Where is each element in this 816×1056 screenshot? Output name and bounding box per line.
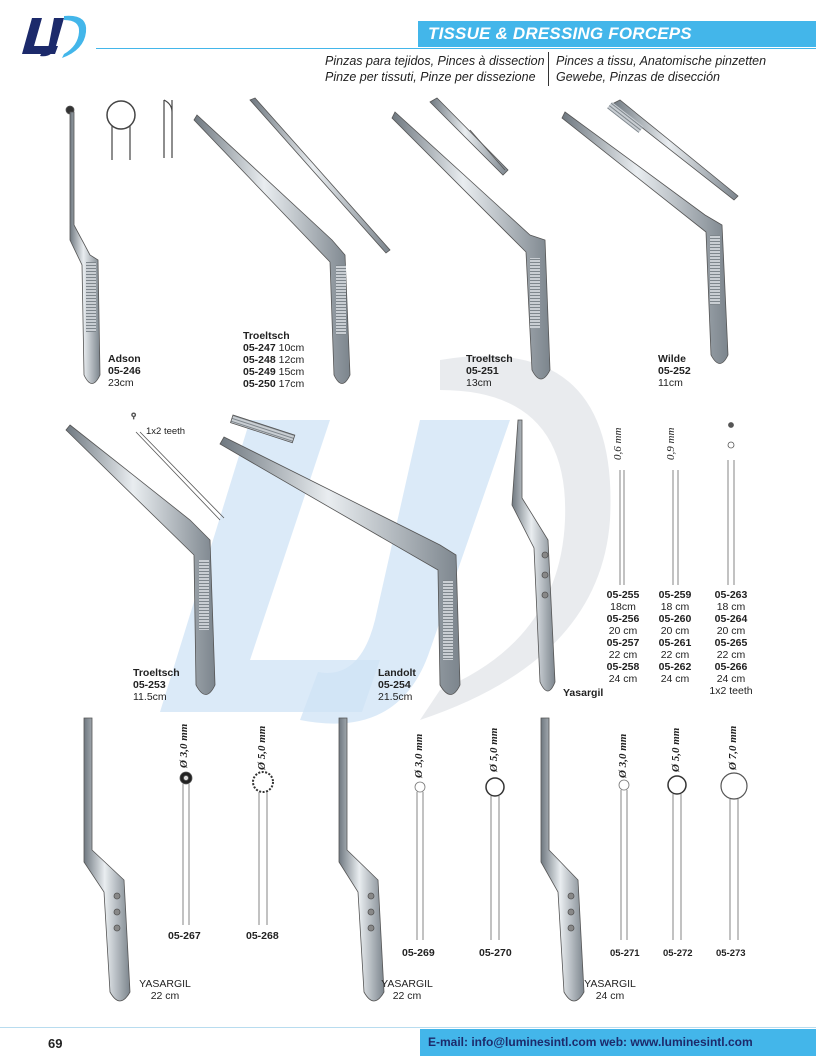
troeltsch-b-label: Troeltsch 05-251 13cm	[466, 353, 513, 389]
adson-name: Adson	[108, 353, 141, 365]
table-row: 05-248 12cm	[243, 354, 305, 366]
troeltsch-c-code: 05-253	[133, 679, 166, 691]
landolt-name: Landolt	[378, 667, 416, 679]
subtitle-left-1: Pinzas para tejidos, Pinces à dissection	[325, 54, 545, 68]
troeltsch-forceps-image-a	[193, 97, 391, 384]
subtitle-left-2: Pinze per tissuti, Pinze per dissezione	[325, 70, 536, 84]
troeltsch-c-label: Troeltsch 05-253 11.5cm	[133, 667, 180, 703]
landolt-size: 21.5cm	[378, 691, 413, 703]
adson-forceps-image	[65, 99, 173, 384]
landolt-code: 05-254	[378, 679, 411, 691]
wilde-label: Wilde 05-252 11cm	[658, 353, 691, 389]
code-05-268: 05-268	[246, 930, 279, 942]
header-title-bar	[418, 21, 816, 47]
footer-bar	[420, 1029, 816, 1056]
code-05-271: 05-271	[610, 948, 640, 959]
troeltsch-c-size: 11.5cm	[133, 691, 167, 703]
svg-text:⚲: ⚲	[131, 413, 136, 420]
tip-dia-05-272: Ø 5,0 mm	[670, 727, 682, 772]
troeltsch-b-size: 13cm	[466, 377, 492, 389]
adson-size: 23cm	[108, 377, 134, 389]
wilde-name: Wilde	[658, 353, 686, 365]
tip-dia-05-268: Ø 5,0 mm	[256, 725, 268, 770]
adson-label: Adson 05-246 23cm	[108, 353, 141, 389]
tip-dia-05-269: Ø 3,0 mm	[413, 733, 425, 778]
wilde-code: 05-252	[658, 365, 691, 377]
wilde-forceps-image	[561, 99, 739, 364]
troeltsch-a-label: Troeltsch 05-247 10cm 05-248 12cm 05-249…	[243, 330, 304, 390]
subtitle-right-1: Pinces a tissu, Anatomische pinzetten	[556, 54, 767, 68]
code-05-272: 05-272	[663, 948, 693, 959]
code-05-269: 05-269	[402, 947, 435, 959]
troeltsch-b-code: 05-251	[466, 365, 499, 377]
tip-size-col2: 0,9 mm	[665, 427, 677, 460]
yasargil-fine-forceps-image	[511, 419, 735, 692]
brand-logo	[22, 15, 87, 59]
landolt-label: Landolt 05-254 21.5cm	[378, 667, 416, 703]
yasargil-22-forceps-image-b	[338, 717, 505, 1002]
table-row: 05-249 15cm	[243, 366, 305, 378]
subtitle-divider	[548, 52, 549, 86]
code-05-273: 05-273	[716, 948, 746, 959]
tip-dia-05-271: Ø 3,0 mm	[617, 733, 629, 778]
page-title: TISSUE & DRESSING FORCEPS	[428, 24, 692, 43]
adson-code: 05-246	[108, 365, 141, 377]
subtitle-right-2: Gewebe, Pinzas de disección	[556, 70, 720, 84]
wilde-size: 11cm	[658, 377, 683, 389]
teeth-note: 1x2 teeth	[146, 426, 186, 437]
header-rule	[96, 48, 816, 49]
tip-dia-05-273: Ø 7,0 mm	[727, 725, 739, 770]
yasargil-fine-name: Yasargil	[563, 687, 604, 699]
footer-rule	[0, 1027, 816, 1028]
page-number: 69	[48, 1036, 63, 1051]
footer-contact[interactable]: E-mail: info@luminesintl.com web: www.lu…	[428, 1035, 753, 1049]
code-05-270: 05-270	[479, 947, 512, 959]
yasargil-24-forceps-image	[540, 717, 748, 1002]
code-05-267: 05-267	[168, 930, 201, 942]
troeltsch-forceps-image-c: ⚲	[65, 413, 225, 695]
tip-size-col1: 0,6 mm	[612, 427, 624, 460]
troeltsch-c-name: Troeltsch	[133, 667, 180, 679]
tip-dia-05-267: Ø 3,0 mm	[178, 723, 190, 768]
troeltsch-a-name: Troeltsch	[243, 330, 290, 342]
yasargil-22-forceps-image-a	[83, 717, 274, 1002]
table-row: 05-250 17cm	[243, 378, 305, 390]
table-row: 05-247 10cm	[243, 342, 305, 354]
troeltsch-forceps-image-b	[391, 97, 551, 380]
tip-dia-05-270: Ø 5,0 mm	[488, 727, 500, 772]
troeltsch-b-name: Troeltsch	[466, 353, 513, 365]
landolt-forceps-image	[219, 414, 461, 695]
